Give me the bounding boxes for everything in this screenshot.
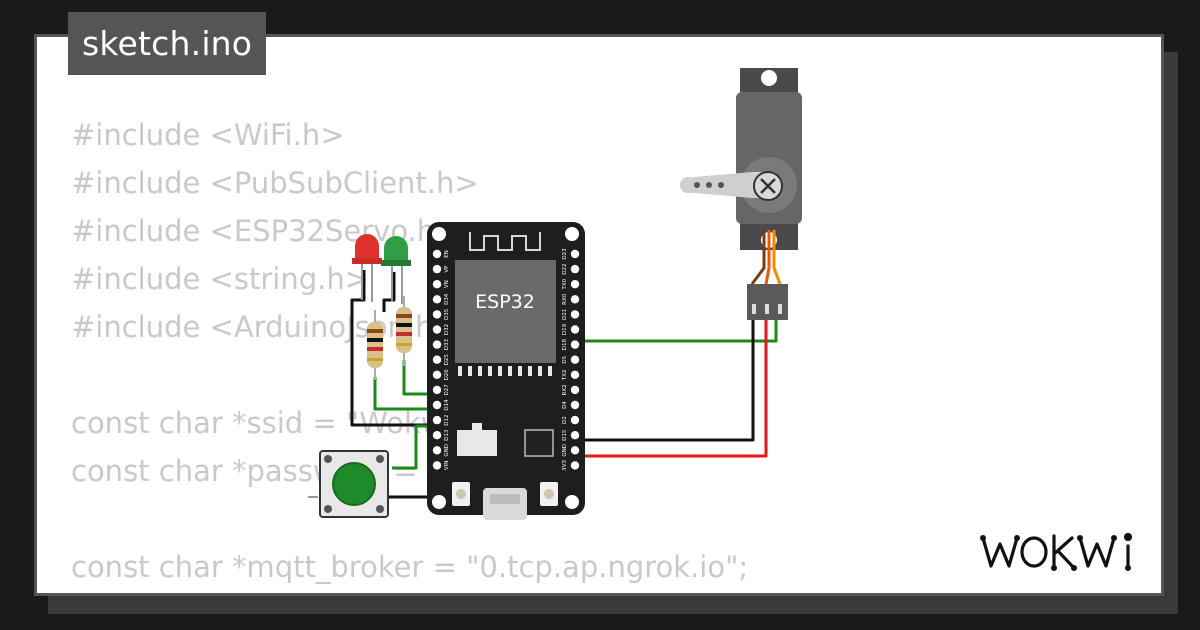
header-pin-d35[interactable] xyxy=(432,310,442,319)
esp32-board[interactable]: ESP32 ENVPVND34D35D32D33D25D26D27D14D12D… xyxy=(427,222,585,520)
header-pin-tx2[interactable] xyxy=(570,370,580,379)
pin-label: D23 xyxy=(562,248,568,260)
pin-label: D4 xyxy=(562,401,568,409)
header-pin-d22[interactable] xyxy=(570,264,580,274)
header-pin-en[interactable] xyxy=(432,249,442,259)
header-pin-d13[interactable] xyxy=(432,431,442,440)
pin-label: D15 xyxy=(562,429,568,441)
pin-label: D27 xyxy=(444,384,450,396)
header-pin-d27[interactable] xyxy=(432,385,442,395)
header-pin-d4[interactable] xyxy=(570,400,580,410)
pin-label: VP xyxy=(444,265,450,273)
pin-label: TX0 xyxy=(562,278,568,290)
header-pin-d32[interactable] xyxy=(432,325,442,334)
header-pin-tx0[interactable] xyxy=(570,280,580,289)
wire-led-red xyxy=(373,377,437,411)
pushbutton[interactable] xyxy=(319,450,389,518)
code-line: #include <ESP32Servo.h> xyxy=(71,214,460,248)
pin-label: D35 xyxy=(444,308,450,320)
pin-label: D14 xyxy=(444,399,450,411)
pin-label: D13 xyxy=(444,429,450,441)
wire-servo-signal xyxy=(576,318,778,343)
header-pin-d15[interactable] xyxy=(570,431,580,440)
header-pin-gnd[interactable] xyxy=(432,446,442,455)
header-pin-rx0[interactable] xyxy=(570,295,580,304)
code-line: #include <WiFi.h> xyxy=(71,118,345,152)
pin-label: D18 xyxy=(562,338,568,350)
header-pin-d5[interactable] xyxy=(570,355,580,364)
pin-label: VIN xyxy=(444,461,450,471)
led-green[interactable] xyxy=(381,236,411,304)
pin-label: GND xyxy=(444,444,450,457)
header-pin-d25[interactable] xyxy=(432,355,442,364)
header-pin-vp[interactable] xyxy=(432,264,442,274)
chip-label: ESP32 xyxy=(475,291,535,313)
header-pin-d14[interactable] xyxy=(432,400,442,410)
header-pin-vn[interactable] xyxy=(432,280,442,289)
pin-label: 3V3 xyxy=(562,460,568,471)
pin-label: VN xyxy=(444,280,450,288)
led-red[interactable] xyxy=(352,234,382,302)
pin-label: D19 xyxy=(562,323,568,335)
pin-label: D12 xyxy=(444,414,450,425)
pin-label: D25 xyxy=(444,354,450,366)
header-pin-d33[interactable] xyxy=(432,340,442,349)
resistor-1[interactable] xyxy=(367,310,383,380)
header-pin-d23[interactable] xyxy=(570,249,580,259)
pin-label: D33 xyxy=(444,338,450,350)
pin-label: RX0 xyxy=(562,293,568,305)
wire-button-signal xyxy=(392,424,437,470)
resistor-2[interactable] xyxy=(396,296,412,366)
wire-servo-vcc xyxy=(576,318,768,458)
header-pin-3v3[interactable] xyxy=(570,461,580,470)
pin-label: D32 xyxy=(444,324,450,335)
header-pin-d18[interactable] xyxy=(570,340,580,349)
header-pin-gnd[interactable] xyxy=(570,446,580,455)
wire-led-gnd-green xyxy=(382,272,396,312)
header-pin-rx2[interactable] xyxy=(570,385,580,395)
pin-label: GND xyxy=(562,444,568,457)
code-line: #include <PubSubClient.h> xyxy=(71,166,479,200)
preview-card: #include <WiFi.h> #include <PubSubClient… xyxy=(34,34,1164,596)
pin-label: EN xyxy=(444,250,450,258)
pin-label: D22 xyxy=(562,263,568,274)
wire-led-green xyxy=(402,360,437,396)
code-line: const char *mqtt_broker = "0.tcp.ap.ngro… xyxy=(71,550,749,584)
code-line: #include <string.h> xyxy=(71,262,370,296)
pin-label: D26 xyxy=(444,369,450,381)
pin-label: D5 xyxy=(562,355,568,363)
wire-servo-gnd xyxy=(576,318,755,442)
header-pin-d34[interactable] xyxy=(432,295,442,304)
header-pin-d26[interactable] xyxy=(432,370,442,379)
pin-label: TX2 xyxy=(562,369,568,381)
pin-label: D21 xyxy=(562,309,568,320)
pin-label: D2 xyxy=(562,416,568,424)
wire-led-gnd-red xyxy=(350,270,437,427)
pin-label: RX2 xyxy=(562,384,568,395)
servo-motor[interactable] xyxy=(680,68,802,320)
header-pin-d19[interactable] xyxy=(570,325,580,334)
header-pin-vin[interactable] xyxy=(432,461,442,470)
header-pin-d2[interactable] xyxy=(570,415,580,425)
code-line: #include <ArduinoJson.h> xyxy=(71,310,458,344)
header-pin-d21[interactable] xyxy=(570,310,580,319)
header-pin-d12[interactable] xyxy=(432,415,442,425)
wokwi-logo xyxy=(980,532,1133,571)
pin-label: D34 xyxy=(444,293,450,305)
file-tab[interactable]: sketch.ino xyxy=(68,12,267,75)
